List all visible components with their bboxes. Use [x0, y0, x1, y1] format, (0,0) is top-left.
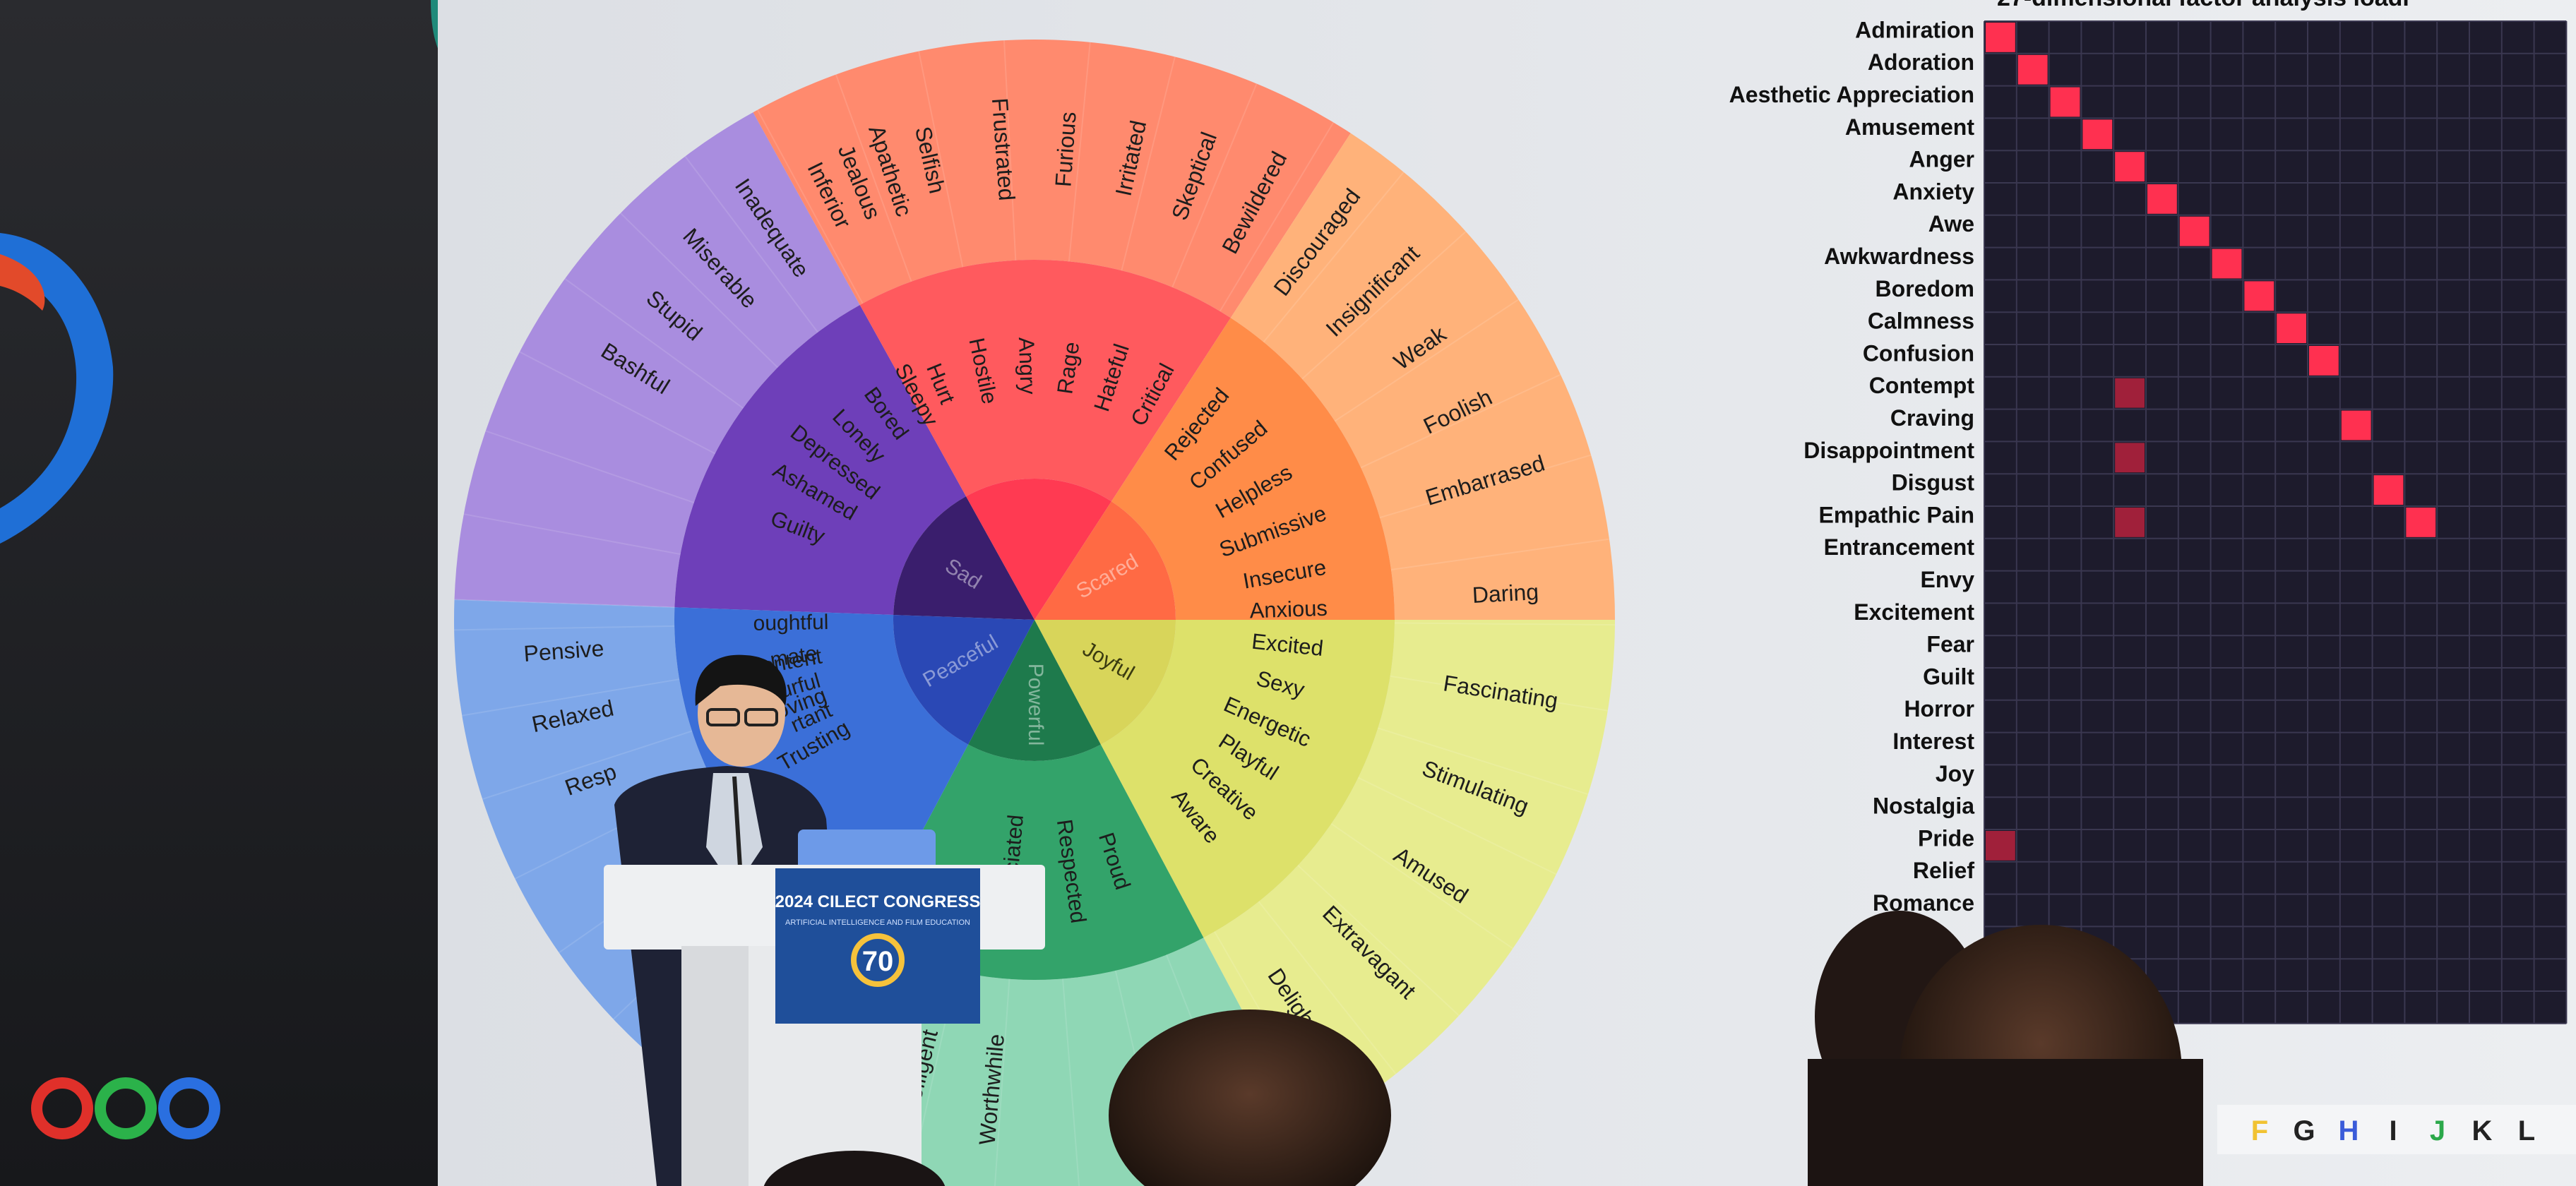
heatmap-row-label-pride: Pride [1918, 825, 1974, 851]
heatmap-cell-awkwardness [2212, 248, 2242, 279]
joyful-core-slice [1034, 620, 1176, 745]
heatmap-row-label-nostalgia: Nostalgia [1873, 793, 1974, 819]
heatmap-row-label-guilt: Guilt [1923, 664, 1974, 689]
heatmap-cell-confusion [2309, 346, 2339, 376]
heatmap-row-label-adoration: Adoration [1868, 49, 1974, 75]
heatmap-cell-weak [1986, 831, 2015, 861]
joyful-middle-band [1100, 620, 1395, 938]
heatmap-cell-anxiety [2147, 184, 2177, 214]
podium-mark: 70 [862, 946, 894, 977]
laptop [798, 829, 936, 872]
heatmap-cell-admiration [1986, 23, 2015, 52]
heatmap-row-label-awe: Awe [1928, 211, 1974, 236]
mad-core-slice [1034, 501, 1176, 620]
outer-label-pensive: Pensive [523, 635, 604, 666]
heatmap-cell-boredom [2244, 281, 2274, 311]
heatmap-row-label-interest: Interest [1892, 729, 1974, 754]
heatmap-row-label-confusion: Confusion [1863, 340, 1974, 366]
column-letter-g: G [2293, 1115, 2315, 1146]
heatmap-row-label-entrancement: Entrancement [1824, 534, 1975, 560]
factor-analysis-heatmap: 27-dimensional factor analysis loadiAdmi… [1729, 0, 2568, 1024]
middle-label-anxious: Anxious [1249, 596, 1328, 623]
column-letter-j: J [2430, 1115, 2445, 1146]
scared-middle-band [859, 259, 1231, 502]
scared-core-slice [966, 479, 1111, 620]
heatmap-cell-anger [2115, 152, 2145, 181]
heatmap-row-label-envy: Envy [1921, 567, 1975, 592]
heatmap-cell-weak [2115, 508, 2145, 537]
heatmap-row-label-anger: Anger [1909, 147, 1974, 172]
heatmap-row-label-aesthetic-appreciation: Aesthetic Appreciation [1729, 82, 1974, 107]
heatmap-row-label-relief: Relief [1913, 858, 1974, 883]
heatmap-row-label-amusement: Amusement [1845, 114, 1975, 140]
heatmap-row-label-romance: Romance [1873, 890, 1974, 916]
heatmap-row-label-awkwardness: Awkwardness [1824, 244, 1974, 269]
powerful-core-slice [968, 620, 1101, 761]
outer-label-furious: Furious [1050, 111, 1080, 188]
heatmap-row-label-disappointment: Disappointment [1803, 438, 1974, 463]
mad-middle-band [1111, 318, 1395, 620]
podium-banner: 2024 CILECT CONGRESS ARTIFICIAL INTELLIG… [775, 868, 981, 1024]
heatmap-row-label-empathic-pain: Empathic Pain [1819, 502, 1975, 527]
audience [763, 911, 2203, 1186]
heatmap-cell-adoration [2017, 54, 2048, 85]
scared-outer-band [753, 39, 1351, 318]
heatmap-row-label-anxiety: Anxiety [1892, 179, 1974, 204]
sad-core-slice [893, 496, 1034, 620]
heatmap-row-label-horror: Horror [1904, 696, 1974, 721]
middle-label-angry: Angry [1014, 337, 1041, 395]
heatmap-cell-calmness [2277, 313, 2306, 343]
partial-label-0: oughtful [753, 611, 828, 635]
column-letter-f: F [2251, 1115, 2268, 1146]
heatmap-row-label-joy: Joy [1936, 761, 1974, 786]
heatmap-cell-amusement [2082, 119, 2113, 150]
heatmap-title: 27-dimensional factor analysis loadi [1997, 0, 2409, 11]
joyful-outer-band [1203, 620, 1615, 1132]
heatmap-cell-weak [2115, 378, 2145, 408]
heatmap-cell-craving [2341, 410, 2371, 441]
heatmap-cell-aesthetic-appreciation [2050, 87, 2080, 117]
heatmap-row-label-admiration: Admiration [1855, 17, 1974, 42]
mad-outer-band [1230, 133, 1615, 620]
cuc-logo [31, 1077, 220, 1139]
peaceful-core-slice [893, 615, 1034, 745]
core-label-powerful: Powerful [1024, 664, 1047, 746]
heatmap-row-label-calmness: Calmness [1868, 309, 1974, 334]
heatmap-cell-awe [2179, 216, 2210, 246]
podium-subtitle: ARTIFICIAL INTELLIGENCE AND FILM EDUCATI… [785, 918, 970, 927]
column-letter-k: K [2472, 1115, 2493, 1146]
column-letter-l: L [2518, 1115, 2535, 1146]
heatmap-cell-weak [2115, 443, 2145, 473]
heatmap-cell-empathic-pain [2406, 508, 2436, 537]
sad-outer-band [454, 112, 860, 608]
heatmap-row-label-excitement: Excitement [1854, 599, 1974, 625]
outer-label-daring: Daring [1472, 579, 1539, 608]
podium-title: 2024 CILECT CONGRESS [775, 892, 981, 911]
column-letter-i: I [2389, 1115, 2397, 1146]
sad-middle-band [674, 304, 967, 616]
column-letter-h: H [2339, 1115, 2359, 1146]
heatmap-row-label-disgust: Disgust [1892, 470, 1975, 496]
podium: 2024 CILECT CONGRESS ARTIFICIAL INTELLIG… [604, 829, 1045, 1186]
left-display-panel [0, 0, 452, 1186]
heatmap-row-label-craving: Craving [1890, 405, 1974, 431]
heatmap-row-label-boredom: Boredom [1876, 276, 1974, 301]
heatmap-row-label-fear: Fear [1926, 632, 1974, 657]
heatmap-cell-disgust [2373, 475, 2404, 505]
heatmap-row-label-contempt: Contempt [1869, 373, 1975, 398]
